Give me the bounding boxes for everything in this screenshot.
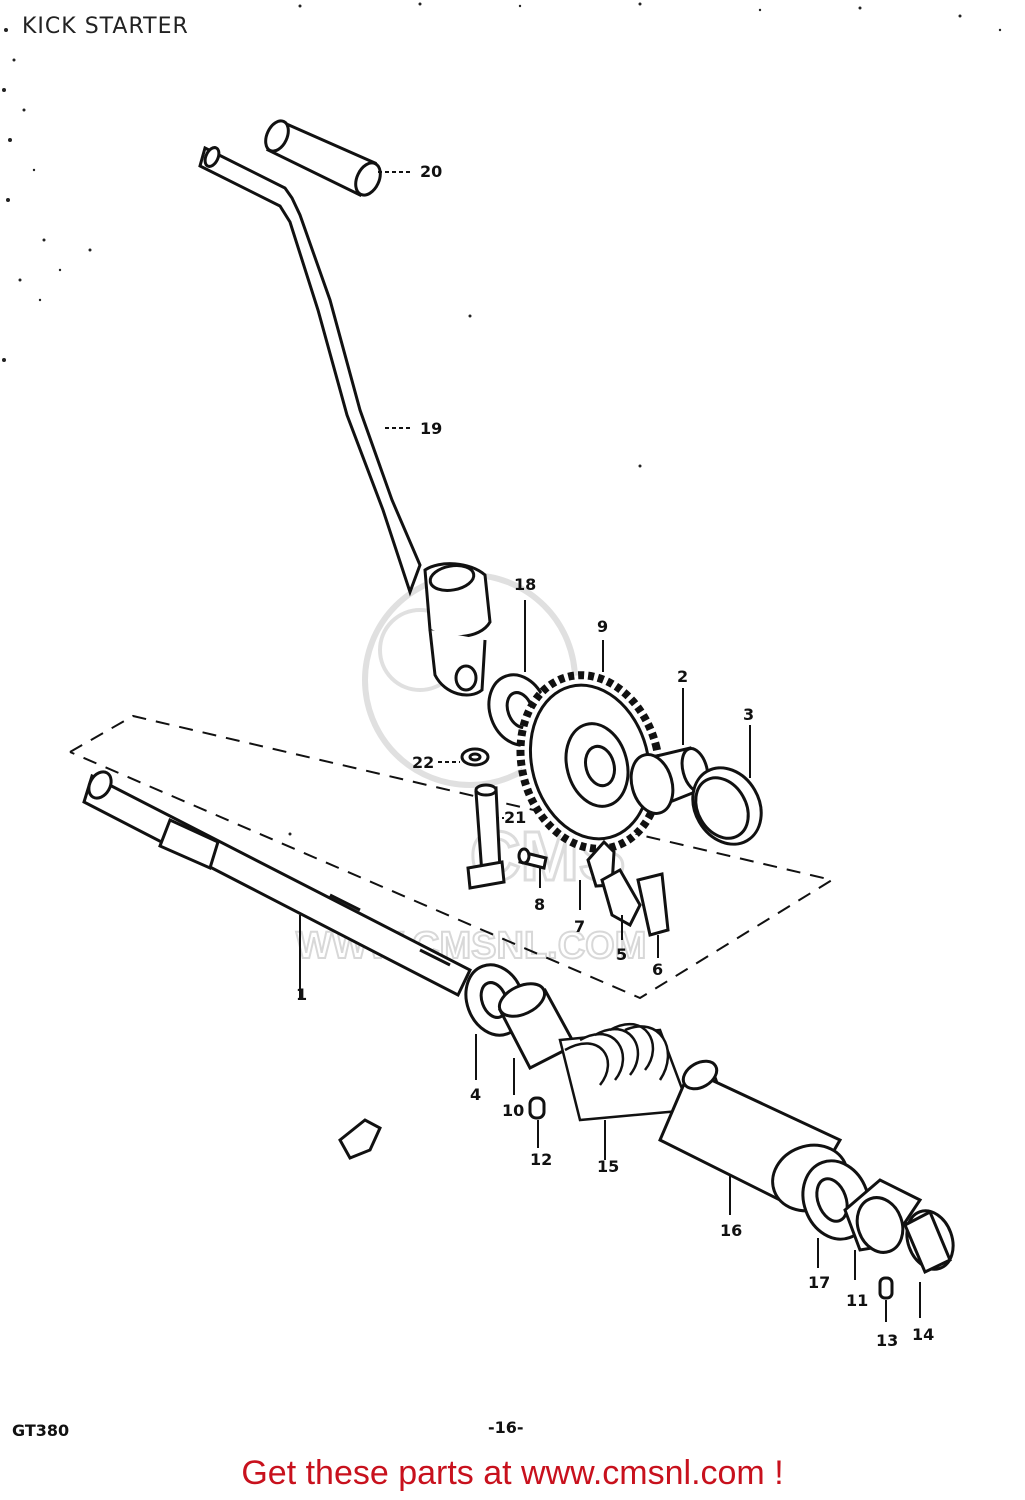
- callout-13: 13: [876, 1331, 898, 1350]
- front-arrow-icon: [338, 1118, 382, 1160]
- part-1-kick-shaft[interactable]: [82, 768, 472, 1000]
- part-20-kick-grip[interactable]: [261, 117, 412, 199]
- callout-12: 12: [530, 1150, 552, 1169]
- callout-1: 1: [296, 985, 307, 1004]
- callout-9: 9: [597, 617, 608, 636]
- callout-14: 14: [912, 1325, 934, 1344]
- callout-8: 8: [534, 895, 545, 914]
- callout-7: 7: [574, 917, 585, 936]
- part-9-kick-gear[interactable]: [502, 640, 679, 865]
- part-7-stopper-plate[interactable]: [579, 839, 616, 910]
- part-8-screw[interactable]: [517, 847, 548, 888]
- part-22-washer[interactable]: [438, 747, 490, 767]
- callout-19: 19: [420, 419, 442, 438]
- page-title: KICK STARTER: [22, 14, 189, 39]
- callout-18: 18: [514, 575, 536, 594]
- part-13-pin[interactable]: [878, 1276, 894, 1322]
- callout-16: 16: [720, 1221, 742, 1240]
- model-code: GT380: [12, 1421, 70, 1440]
- callout-4: 4: [470, 1085, 481, 1104]
- cmsnl-link[interactable]: Get these parts at www.cmsnl.com !: [241, 1454, 784, 1492]
- part-11-spacer[interactable]: [843, 1178, 923, 1280]
- part-5-stopper-guide[interactable]: [600, 867, 642, 940]
- callout-21: 21: [504, 808, 526, 827]
- part-2-spring-guide[interactable]: [625, 688, 712, 818]
- callout-15: 15: [597, 1157, 619, 1176]
- part-10-spacer[interactable]: [494, 977, 578, 1095]
- scan-noise: [2, 2, 1002, 836]
- callout-11: 11: [846, 1291, 868, 1310]
- part-12-pin[interactable]: [528, 1096, 546, 1148]
- callout-22: 22: [412, 753, 434, 772]
- callout-10: 10: [502, 1101, 524, 1120]
- callout-5: 5: [616, 945, 627, 964]
- callout-labels: 1 2 3 4 5 6 7 8 9 10 11 12 13 14 15 16 1…: [296, 162, 934, 1350]
- callout-2: 2: [677, 667, 688, 686]
- part-14-cap[interactable]: [899, 1204, 961, 1318]
- part-6-guide-plate[interactable]: [636, 872, 670, 958]
- assembly-outline: [69, 714, 835, 1000]
- callout-6: 6: [652, 960, 663, 979]
- part-21-pivot-bolt[interactable]: [466, 783, 506, 890]
- callout-3: 3: [743, 705, 754, 724]
- callout-20: 20: [420, 162, 442, 181]
- part-19-kick-lever[interactable]: [198, 145, 492, 697]
- callout-17: 17: [808, 1273, 830, 1292]
- part-3-circlip[interactable]: [679, 725, 774, 857]
- page-number: -16-: [488, 1418, 524, 1437]
